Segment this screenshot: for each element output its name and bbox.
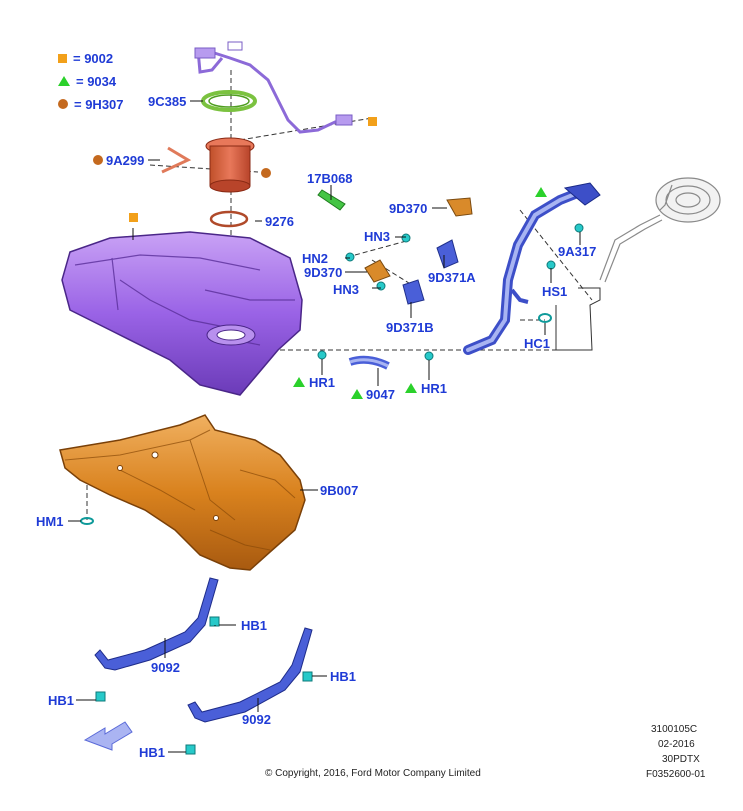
triangle-marker-icon (293, 377, 305, 387)
triangle-marker-icon (535, 187, 547, 197)
square-marker-icon (58, 53, 67, 63)
part-label-17b068: 17B068 (307, 171, 353, 186)
square-marker-icon (129, 213, 138, 222)
part-label-9092-a: 9092 (151, 660, 180, 675)
part-label-9b007: 9B007 (320, 483, 359, 498)
part-label-9c385: 9C385 (148, 94, 187, 109)
part-label-hn3-top: HN3 (364, 229, 391, 244)
reference-code: 3100105C (651, 724, 698, 735)
circle-marker-icon (93, 155, 103, 165)
part-label-9d371b: 9D371B (386, 320, 434, 335)
part-label-hm1: HM1 (36, 514, 64, 529)
revision-date: 02-2016 (658, 739, 695, 750)
part-label-hb1-d: HB1 (139, 745, 166, 760)
part-label-9047: 9047 (366, 387, 395, 402)
part-label-9d371a: 9D371A (428, 270, 476, 285)
part-label-hb1-c: HB1 (330, 669, 357, 684)
legend-item-9034: = 9034 (58, 73, 116, 89)
triangle-marker-icon (351, 389, 363, 399)
part-label-9a299: 9A299 (106, 153, 145, 168)
part-label-hb1-b: HB1 (48, 693, 75, 708)
legend-item-9h307: = 9H307 (58, 96, 124, 112)
triangle-marker-icon (58, 76, 70, 86)
part-label-9d370-mid: 9D370 (304, 265, 343, 280)
part-label-hn2: HN2 (302, 251, 329, 266)
part-label-hn3-mid: HN3 (333, 282, 360, 297)
part-label-hr1-left: HR1 (309, 375, 336, 390)
part-label-9d370-top: 9D370 (389, 201, 428, 216)
copyright-notice: © Copyright, 2016, Ford Motor Company Li… (265, 768, 481, 779)
circle-marker-icon (261, 168, 271, 178)
triangle-marker-icon (405, 383, 417, 393)
illustration-number: F0352600-01 (646, 769, 706, 780)
square-marker-icon (368, 117, 377, 126)
part-label-9092-b: 9092 (242, 712, 271, 727)
part-label-9276: 9276 (265, 214, 294, 229)
part-label-hs1: HS1 (542, 284, 568, 299)
part-label-hr1-right: HR1 (421, 381, 448, 396)
circle-marker-icon (58, 99, 68, 109)
vehicle-code: 30PDTX (662, 754, 700, 765)
legend-item-9002: = 9002 (58, 50, 113, 66)
part-label-hb1-a: HB1 (241, 618, 268, 633)
part-label-9a317: 9A317 (558, 244, 597, 259)
part-label-hc1: HC1 (524, 336, 551, 351)
